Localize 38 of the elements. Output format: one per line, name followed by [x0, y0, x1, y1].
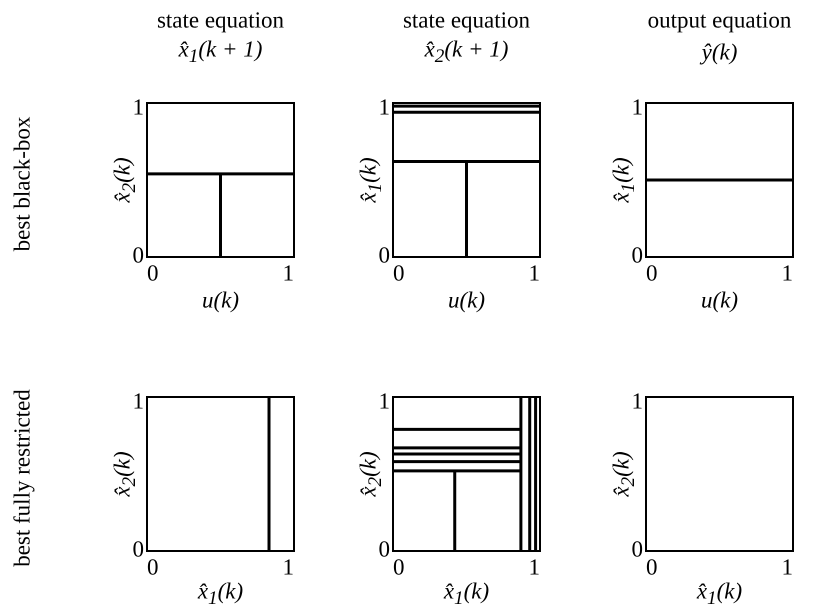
tick-label: 0	[632, 244, 643, 266]
tick-label: 0	[393, 262, 404, 284]
column-heading: state equation	[402, 8, 530, 32]
axis-label: x̂$_{1}$(k)	[198, 580, 244, 608]
axis-label: u(k)	[202, 288, 240, 312]
tick-label: 1	[282, 262, 294, 284]
axis-label: x̂$_{1}$(k)	[444, 580, 490, 608]
tick-label: 1	[282, 556, 294, 578]
tick-label: 0	[632, 538, 643, 560]
tick-label: 1	[378, 390, 390, 412]
row-label: best black-box	[10, 116, 34, 252]
tick-label: 0	[393, 556, 404, 578]
tick-label: 0	[378, 538, 390, 560]
tick-label: 1	[632, 390, 643, 412]
axis-label: u(k)	[448, 288, 486, 312]
column-heading: state equation	[156, 8, 284, 32]
axis-label: u(k)	[700, 288, 738, 312]
column-heading: output equation	[648, 8, 792, 32]
tick-label: 1	[132, 390, 144, 412]
tick-label: 0	[132, 538, 144, 560]
tick-label: 0	[132, 244, 144, 266]
row-label: best fully restricted	[10, 389, 34, 567]
column-heading: x̂$_{1}$(k + 1)	[178, 38, 262, 66]
tick-label: 1	[528, 556, 540, 578]
tick-label: 0	[378, 244, 390, 266]
tick-label: 0	[646, 262, 658, 284]
tick-label: 0	[147, 262, 158, 284]
tick-label: 1	[132, 96, 144, 118]
tick-label: 1	[782, 262, 793, 284]
tick-label: 0	[646, 556, 658, 578]
tick-label: 1	[782, 556, 793, 578]
column-heading: x̂$_{2}$(k + 1)	[424, 38, 508, 66]
tick-label: 1	[378, 96, 390, 118]
tick-label: 1	[528, 262, 540, 284]
column-heading: ŷ(k)	[702, 40, 738, 64]
tick-label: 0	[147, 556, 158, 578]
axis-label: x̂$_{1}$(k)	[696, 580, 742, 608]
tick-label: 1	[632, 96, 643, 118]
